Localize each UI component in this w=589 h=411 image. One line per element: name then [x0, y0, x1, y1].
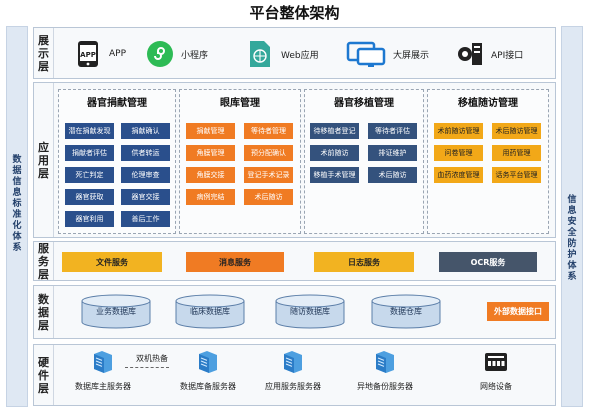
organ-donation-title: 器官捐献管理: [87, 98, 147, 109]
message-service[interactable]: 消息服务: [186, 252, 284, 272]
display-layer-label: 展示层: [38, 33, 49, 73]
log-service[interactable]: 日志服务: [314, 252, 414, 272]
db-main-server[interactable]: 数据库主服务器: [63, 349, 143, 392]
db-backup-server[interactable]: 数据库备服务器: [168, 349, 248, 392]
network-device[interactable]: 网络设备: [456, 349, 536, 392]
ocr-service[interactable]: OCR服务: [439, 252, 537, 272]
organ-transplant-cell[interactable]: 术前随访: [310, 145, 359, 161]
eye-bank-title: 眼库管理: [220, 98, 260, 109]
organ-transplant-cell[interactable]: 待移植者登记: [310, 123, 359, 139]
big-screen-item: 大屏展示: [346, 40, 429, 68]
svg-text:APP: APP: [80, 51, 96, 59]
eye-bank-cell[interactable]: 等待者管理: [244, 123, 293, 139]
organ-donation-cell[interactable]: 供者转运: [121, 145, 170, 161]
network-device-icon: [485, 353, 507, 371]
server-icon: [199, 351, 217, 373]
server-icon: [284, 351, 302, 373]
remote-backup-server[interactable]: 异地备份服务器: [345, 349, 425, 392]
monitor-icon: [346, 40, 386, 68]
security-system-bar: 信息安全防护体系: [561, 26, 583, 407]
organ-transplant-title: 器官移植管理: [334, 98, 394, 109]
organ-donation-cell[interactable]: 器官利用: [65, 211, 114, 227]
organ-donation-cell[interactable]: 伦理审查: [121, 167, 170, 183]
api-item: API接口: [456, 40, 523, 68]
eye-bank-cell[interactable]: 角膜交接: [186, 167, 235, 183]
eye-bank-cell[interactable]: 术后随访: [244, 189, 293, 205]
organ-donation-cell[interactable]: 捐献者评估: [65, 145, 114, 161]
transplant-followup-title: 移植随访管理: [458, 98, 518, 109]
eye-bank-cell[interactable]: 角膜管理: [186, 145, 235, 161]
web-globe-icon: [246, 40, 274, 68]
eye-bank-cell[interactable]: 病例完结: [186, 189, 235, 205]
transplant-followup-cell[interactable]: 术后随访管理: [492, 123, 541, 139]
mini-program-icon: [146, 40, 174, 68]
app-item: APP APP: [74, 40, 126, 68]
mini-program-item: 小程序: [146, 40, 208, 68]
application-layer-label: 应用层: [38, 140, 49, 180]
database-icon: [175, 294, 245, 329]
organ-donation-cell[interactable]: 器官交接: [121, 189, 170, 205]
organ-transplant-cell[interactable]: 排证维护: [368, 145, 417, 161]
organ-donation-cell[interactable]: 死亡判定: [65, 167, 114, 183]
web-app-item: Web应用: [246, 40, 319, 68]
hot-standby-label: 双机热备: [136, 354, 168, 363]
organ-donation-cell[interactable]: 捐献确认: [121, 123, 170, 139]
eye-bank-cell[interactable]: 预分配确认: [244, 145, 293, 161]
app-service-server[interactable]: 应用服务服务器: [253, 349, 333, 392]
data-warehouse[interactable]: 数据仓库: [370, 294, 442, 330]
transplant-followup-cell[interactable]: 话务平台管理: [492, 167, 541, 183]
transplant-followup-group: 移植随访管理 术前随访管理 术后随访管理 问卷管理 用药管理 血药浓度管理 话务…: [427, 89, 549, 234]
server-icon: [94, 351, 112, 373]
eye-bank-cell[interactable]: 捐献管理: [186, 123, 235, 139]
service-layer-label: 服务层: [38, 241, 49, 281]
api-server-icon: [456, 40, 484, 68]
page-title: 平台整体架构: [249, 4, 340, 22]
display-layer: 展示层 APP APP 小程序 Web应用 大屏展示 API接口: [33, 27, 556, 79]
organ-transplant-cell[interactable]: 术后随访: [368, 167, 417, 183]
organ-donation-group: 器官捐献管理 潜在捐献发现 捐献确认 捐献者评估 供者转运 死亡判定 伦理审查 …: [58, 89, 176, 234]
data-standard-system-label: 数据信息标准化体系: [12, 155, 22, 253]
organ-donation-cell[interactable]: 潜在捐献发现: [65, 123, 114, 139]
hardware-layer-label: 硬件层: [38, 355, 49, 395]
organ-donation-cell[interactable]: 善后工作: [121, 211, 170, 227]
eye-bank-cell[interactable]: 登记手术记录: [244, 167, 293, 183]
organ-transplant-cell[interactable]: 移植手术管理: [310, 167, 359, 183]
eye-bank-group: 眼库管理 捐献管理 等待者管理 角膜管理 预分配确认 角膜交接 登记手术记录 病…: [179, 89, 301, 234]
database-icon: [81, 294, 151, 329]
data-standard-system-bar: 数据信息标准化体系: [6, 26, 28, 407]
transplant-followup-cell[interactable]: 血药浓度管理: [434, 167, 483, 183]
transplant-followup-cell[interactable]: 术前随访管理: [434, 123, 483, 139]
server-icon: [376, 351, 394, 373]
app-phone-icon: APP: [74, 40, 102, 68]
service-layer: 服务层 文件服务 消息服务 日志服务 OCR服务: [33, 241, 556, 281]
organ-transplant-group: 器官移植管理 待移植者登记 等待者评估 术前随访 排证维护 移植手术管理 术后随…: [304, 89, 424, 234]
business-database[interactable]: 业务数据库: [80, 294, 152, 330]
transplant-followup-cell[interactable]: 用药管理: [492, 145, 541, 161]
hardware-layer: 硬件层 双机热备 数据库主服务器 数据库备服务器 应用服务服务器 异地备份服务器…: [33, 344, 556, 406]
security-system-label: 信息安全防护体系: [567, 195, 577, 282]
organ-transplant-cell[interactable]: 等待者评估: [368, 123, 417, 139]
clinical-database[interactable]: 临床数据库: [174, 294, 246, 330]
data-layer: 数据层 业务数据库 临床数据库 随访数据库 数据仓库 外部数据接口: [33, 285, 556, 339]
database-icon: [371, 294, 441, 329]
transplant-followup-cell[interactable]: 问卷管理: [434, 145, 483, 161]
hot-standby-link: [125, 367, 169, 368]
application-layer: 应用层 器官捐献管理 潜在捐献发现 捐献确认 捐献者评估 供者转运 死亡判定 伦…: [33, 82, 556, 238]
database-icon: [275, 294, 345, 329]
external-data-interface[interactable]: 外部数据接口: [487, 302, 549, 321]
organ-donation-cell[interactable]: 器官获取: [65, 189, 114, 205]
data-layer-label: 数据层: [38, 292, 49, 332]
file-service[interactable]: 文件服务: [62, 252, 162, 272]
followup-database[interactable]: 随访数据库: [274, 294, 346, 330]
